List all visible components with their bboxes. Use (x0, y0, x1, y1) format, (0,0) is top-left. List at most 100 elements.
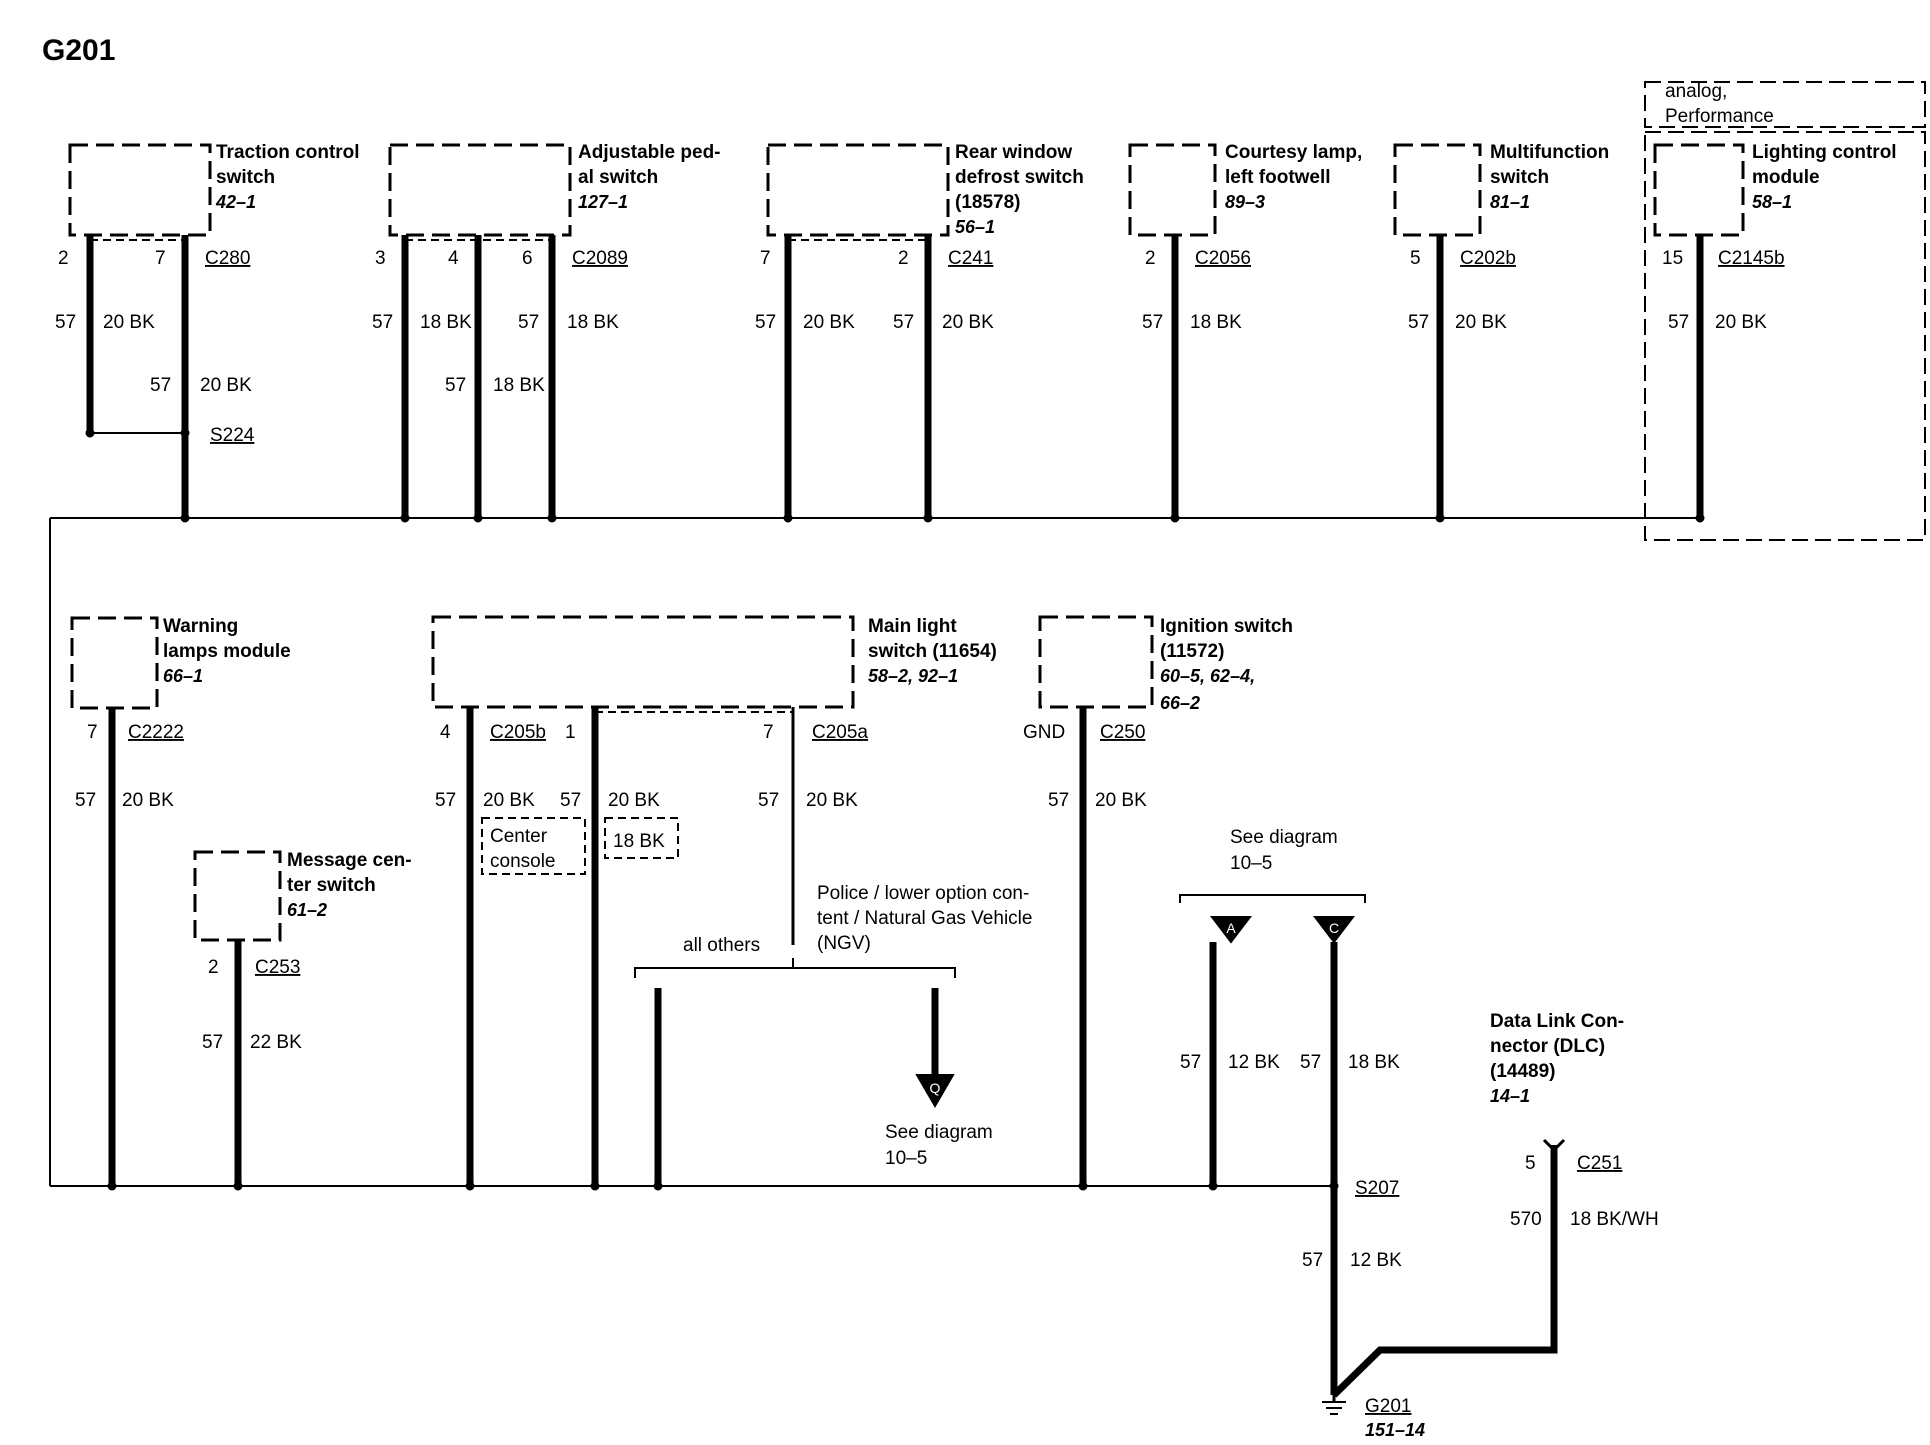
lighting-ref: 58–1 (1752, 192, 1792, 212)
pedal-pin-a: 3 (375, 248, 386, 269)
pedal-circuit-b: 57 (445, 375, 466, 396)
pedal-pin-c: 6 (522, 248, 533, 269)
pedal-wire-c: 18 BK (567, 312, 619, 333)
mainlight-pin-1: 1 (565, 722, 576, 743)
dlc-ref: 14–1 (1490, 1086, 1530, 1106)
arrow-c-label: C (1329, 920, 1339, 936)
ignition-name-1: Ignition switch (1160, 616, 1293, 637)
bus-dot (1208, 1181, 1218, 1191)
courtesy-circuit: 57 (1142, 312, 1163, 333)
traction-wire-b: 20 BK (200, 375, 252, 396)
pedal-wires (401, 235, 556, 520)
dlc-connector: C251 (1577, 1153, 1622, 1174)
option-ngv-3: (NGV) (817, 933, 871, 954)
lighting-connector: C2145b (1718, 248, 1785, 269)
bus-dot (923, 513, 933, 523)
message-pin: 2 (208, 957, 219, 978)
mainlight-pin-4: 4 (440, 722, 451, 743)
bus-dot (547, 513, 557, 523)
pedal-name-1: Adjustable ped- (578, 142, 721, 163)
lighting-wire: 20 BK (1715, 312, 1767, 333)
traction-control-switch-box (68, 143, 212, 237)
arrow-c-shape (1312, 916, 1356, 944)
lighting-pin: 15 (1662, 248, 1683, 269)
bus-dot (180, 513, 190, 523)
mainlight-connector-a: C205a (812, 722, 868, 743)
alt-wire-box (604, 817, 679, 859)
dlc-name-2: nector (DLC) (1490, 1036, 1605, 1057)
multifunction-ref: 81–1 (1490, 192, 1530, 212)
defrost-name-2: defrost switch (955, 167, 1084, 188)
traction-name-2: switch (216, 167, 275, 188)
lighting-circuit: 57 (1668, 312, 1689, 333)
mainlight-wire-4: 20 BK (483, 790, 535, 811)
mainlight-pin-7: 7 (763, 722, 774, 743)
ignition-name-2: (11572) (1160, 641, 1224, 662)
rear-window-defrost-switch-box (766, 143, 950, 237)
warning-connector: C2222 (128, 722, 184, 743)
option-label-2: Performance (1665, 106, 1774, 127)
ac-wire-c: 18 BK (1348, 1052, 1400, 1073)
warning-pin: 7 (87, 722, 98, 743)
bus-dot (1078, 1181, 1088, 1191)
traction-circuit-a: 57 (55, 312, 76, 333)
mainlight-alt-wire: 18 BK (613, 831, 665, 852)
courtesy-lamp-box (1128, 143, 1217, 237)
courtesy-name-2: left footwell (1225, 167, 1331, 188)
warning-name-2: lamps module (163, 641, 291, 662)
traction-circuit-b: 57 (150, 375, 171, 396)
courtesy-connector: C2056 (1195, 248, 1251, 269)
option-split-bracket (634, 967, 956, 978)
defrost-circuit-a: 57 (755, 312, 776, 333)
mainlight-wire-1: 20 BK (608, 790, 660, 811)
defrost-connector: C241 (948, 248, 993, 269)
message-connector: C253 (255, 957, 300, 978)
dlc-pin: 5 (1525, 1153, 1536, 1174)
ignition-connector: C250 (1100, 722, 1145, 743)
splice-dot (180, 428, 190, 438)
traction-wires (86, 235, 189, 520)
ignition-ref-2: 66–2 (1160, 693, 1200, 713)
ignition-circuit: 57 (1048, 790, 1069, 811)
dlc-circuit: 570 (1510, 1209, 1542, 1230)
courtesy-ref: 89–3 (1225, 192, 1265, 212)
ignition-switch-box (1038, 615, 1154, 709)
bus-dot (1435, 513, 1445, 523)
dlc-name-1: Data Link Con- (1490, 1011, 1624, 1032)
center-console-box (481, 817, 586, 875)
courtesy-name-1: Courtesy lamp, (1225, 142, 1362, 163)
courtesy-wire: 18 BK (1190, 312, 1242, 333)
option-region-box (1644, 131, 1926, 541)
lighting-name-2: module (1752, 167, 1820, 188)
message-circuit: 57 (202, 1032, 223, 1053)
defrost-wire-b: 20 BK (942, 312, 994, 333)
multifunction-name-2: switch (1490, 167, 1549, 188)
ignition-pin: GND (1023, 722, 1065, 743)
warning-lamps-module-box (70, 616, 159, 710)
ground-ref: 151–14 (1365, 1420, 1425, 1440)
ac-circuit-a: 57 (1180, 1052, 1201, 1073)
bus-dot (465, 1181, 475, 1191)
multifunction-circuit: 57 (1408, 312, 1429, 333)
traction-wire-a: 20 BK (103, 312, 155, 333)
bus-dot (107, 1181, 117, 1191)
defrost-ref: 56–1 (955, 217, 995, 237)
center-console-1: Center (490, 826, 548, 847)
pedal-circuit-c: 57 (518, 312, 539, 333)
ac-see-diagram-1: See diagram (1230, 827, 1338, 848)
multifunction-name-1: Multifunction (1490, 142, 1609, 163)
defrost-circuit-b: 57 (893, 312, 914, 333)
message-center-switch-box (193, 850, 282, 942)
ac-wires (1209, 942, 1338, 1395)
traction-ref: 42–1 (215, 192, 256, 212)
ignition-wire: 20 BK (1095, 790, 1147, 811)
lighting-control-module-box (1653, 143, 1745, 237)
pedal-pin-b: 4 (448, 248, 459, 269)
option-all-others: all others (683, 935, 760, 956)
bus-dot (590, 1181, 600, 1191)
ac-bracket (1179, 894, 1366, 903)
traction-pin-b: 7 (155, 248, 166, 269)
mainlight-connector-b: C205b (490, 722, 546, 743)
multifunction-switch-box (1393, 143, 1482, 237)
courtesy-pin: 2 (1145, 248, 1156, 269)
